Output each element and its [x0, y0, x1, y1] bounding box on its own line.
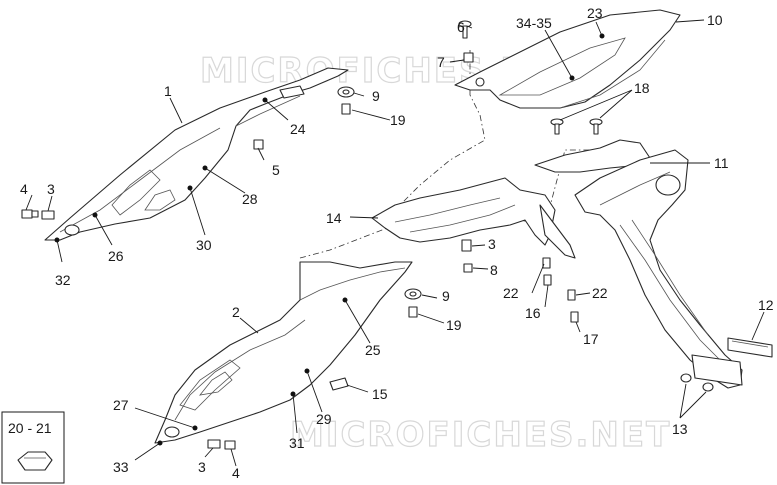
- callout-13: 13: [672, 421, 688, 437]
- callout-29: 29: [316, 411, 332, 427]
- bushing-3-left: [41, 210, 55, 220]
- nuts-13: [680, 373, 714, 392]
- callout-28: 28: [242, 191, 258, 207]
- part-clip: [329, 377, 349, 391]
- callout-18: 18: [634, 80, 650, 96]
- hardware-group: [21, 20, 714, 450]
- callout-24: 24: [290, 121, 306, 137]
- callout-27: 27: [113, 397, 129, 413]
- callout-3-left: 3: [47, 181, 55, 197]
- screw-16: [543, 274, 552, 286]
- nut-8: [463, 263, 473, 273]
- bushing-22-left: [542, 257, 551, 269]
- callout-17: 17: [583, 331, 599, 347]
- callout-1: 1: [164, 83, 172, 99]
- callout-31: 31: [289, 435, 305, 451]
- part-central-tray: [371, 177, 576, 259]
- callout-6: 6: [457, 19, 465, 35]
- callout-4-left: 4: [20, 181, 28, 197]
- screw-19-mid: [408, 306, 418, 318]
- part-plate-holder: [534, 139, 743, 389]
- callout-16: 16: [525, 305, 541, 321]
- callout-12: 12: [758, 297, 774, 313]
- bushing-7: [463, 52, 474, 63]
- part-upper-tail-cover: [454, 9, 681, 109]
- bushing-3-mid: [461, 239, 472, 252]
- part-left-upper-cover: [44, 67, 349, 241]
- callout-10: 10: [707, 12, 723, 28]
- callout-19-mid: 19: [446, 317, 462, 333]
- washer-9-top: [337, 86, 355, 98]
- screw-6: [458, 20, 472, 39]
- callout-30: 30: [196, 237, 212, 253]
- screw-4-left: [21, 209, 39, 219]
- screw-17: [570, 311, 579, 323]
- part-left-lower-panel: [154, 261, 413, 444]
- callout-32: 32: [55, 272, 71, 288]
- callout-2: 2: [232, 304, 240, 320]
- callout-7: 7: [437, 54, 445, 70]
- inset-box: 20 - 21: [1, 411, 65, 484]
- callout-8: 8: [490, 262, 498, 278]
- callout-23: 23: [587, 5, 603, 21]
- callout-19-top: 19: [390, 112, 406, 128]
- screw-5: [253, 139, 264, 150]
- callout-26: 26: [108, 248, 124, 264]
- callout-22-left: 22: [503, 285, 519, 301]
- callout-labels: 1 2 3 3 3 4 4 5 6 7 8 9 9 10 11 12 13 14…: [20, 5, 774, 481]
- callout-25: 25: [365, 342, 381, 358]
- callout-5: 5: [272, 162, 280, 178]
- watermark-bottom: MICROFICHES.NET: [290, 415, 671, 455]
- callout-3-bottom: 3: [198, 459, 206, 475]
- callout-34-35: 34-35: [516, 15, 552, 31]
- callout-15: 15: [372, 386, 388, 402]
- callout-4-bottom: 4: [232, 465, 240, 481]
- leader-lines: [25, 19, 765, 467]
- callout-3-mid: 3: [488, 236, 496, 252]
- screws-18: [550, 118, 603, 135]
- inset-label: 20 - 21: [8, 420, 52, 436]
- part-reflector: [727, 337, 773, 358]
- screw-19-top: [341, 103, 351, 115]
- bushing-22-right: [567, 289, 576, 301]
- washer-9-mid: [404, 288, 422, 300]
- screw-4-bottom: [224, 440, 236, 450]
- bushing-3-bottom: [207, 439, 221, 449]
- callout-9-top: 9: [372, 88, 380, 104]
- callout-33: 33: [113, 459, 129, 475]
- callout-11: 11: [714, 155, 729, 171]
- callout-14: 14: [326, 210, 342, 226]
- callout-22-right: 22: [592, 285, 608, 301]
- callout-9-mid: 9: [442, 288, 450, 304]
